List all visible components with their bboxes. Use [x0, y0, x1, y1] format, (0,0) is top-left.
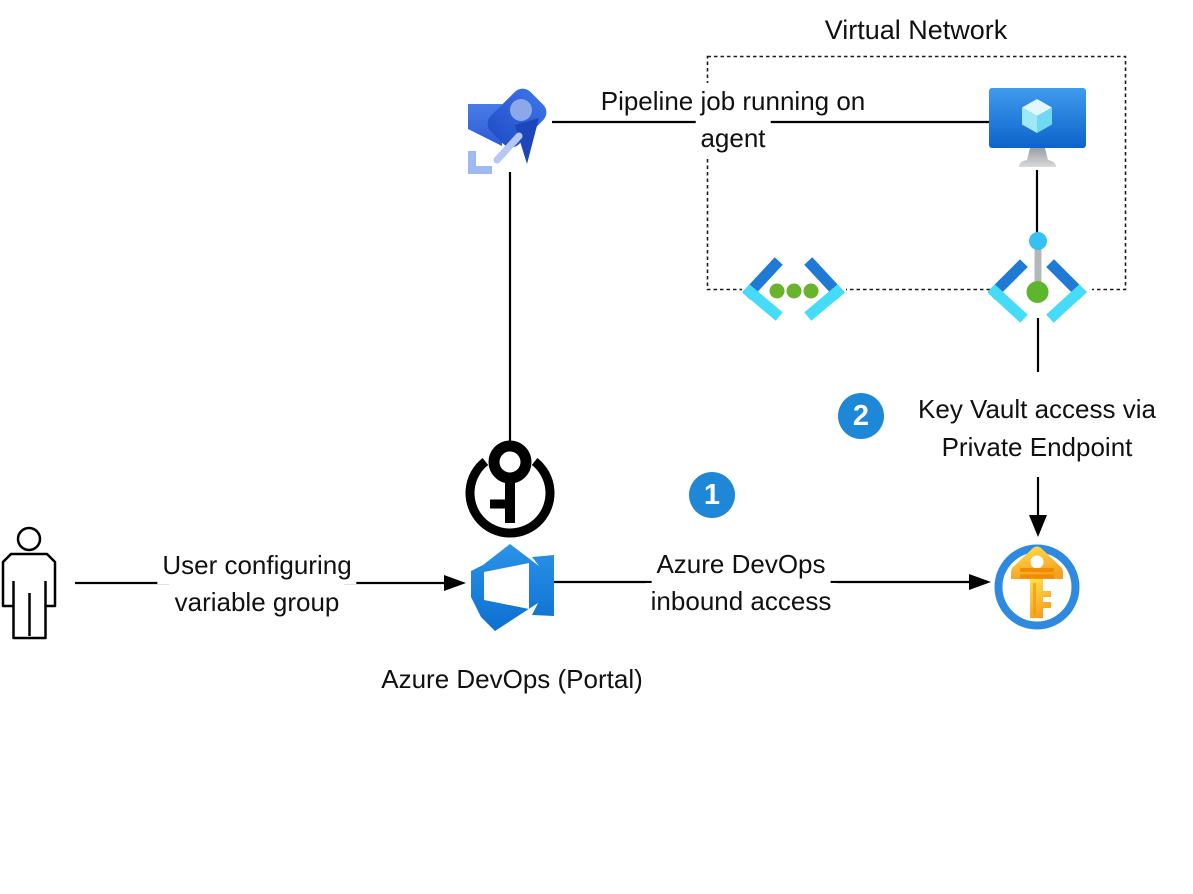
step-badge-2: 2 — [838, 393, 884, 439]
pipeline-job-label: Pipeline job running on agent — [595, 83, 871, 157]
keyvault-access-label-line1: Key Vault access via — [918, 394, 1156, 424]
arrowhead-into-keyvault-top — [1029, 515, 1047, 537]
devops-portal-label: Azure DevOps (Portal) — [381, 664, 643, 694]
private-endpoint-icon — [988, 232, 1087, 323]
devops-window — [484, 563, 529, 609]
pipeline-job-label-line2: agent — [695, 120, 771, 157]
devops-inbound-label-line1: Azure DevOps — [651, 546, 831, 583]
azure-devops-icon — [471, 544, 554, 631]
rocket-bracket — [468, 151, 492, 174]
virtual-machine-icon — [989, 88, 1086, 167]
key-icon — [465, 440, 555, 538]
keyvault-access-label: Key Vault access via Private Endpoint — [913, 390, 1161, 466]
arrowhead-into-devops — [444, 575, 466, 591]
step-badge-1: 1 — [689, 472, 735, 518]
user-configuring-label-line1: User configuring — [157, 547, 357, 584]
vm-cube-left — [1022, 107, 1037, 133]
virtual-network-boundary — [706, 55, 1127, 291]
devops-inbound-label-line2: inbound access — [645, 583, 837, 620]
private-link-icon — [742, 257, 845, 321]
user-configuring-label-line2: variable group — [169, 584, 345, 621]
vm-cube-right — [1037, 107, 1052, 133]
key-vault-icon — [994, 544, 1080, 630]
user-configuring-label: User configuring variable group — [157, 547, 357, 621]
pipeline-job-label-line1: Pipeline job running on — [595, 83, 871, 120]
rocket-exhaust-stripe — [493, 132, 523, 164]
vm-stand — [1019, 148, 1056, 167]
keyvault-key-hole — [1030, 555, 1044, 569]
rocket-window — [510, 99, 532, 121]
arrowhead-into-keyvault-left — [969, 574, 991, 590]
person-icon — [1, 526, 57, 640]
devops-inbound-label: Azure DevOps inbound access — [645, 546, 837, 620]
azure-pipelines-icon — [468, 88, 547, 174]
rocket-bottom-fin — [515, 118, 539, 164]
keyvault-access-label-line2: Private Endpoint — [941, 432, 1133, 462]
virtual-network-label: Virtual Network — [824, 15, 1008, 45]
